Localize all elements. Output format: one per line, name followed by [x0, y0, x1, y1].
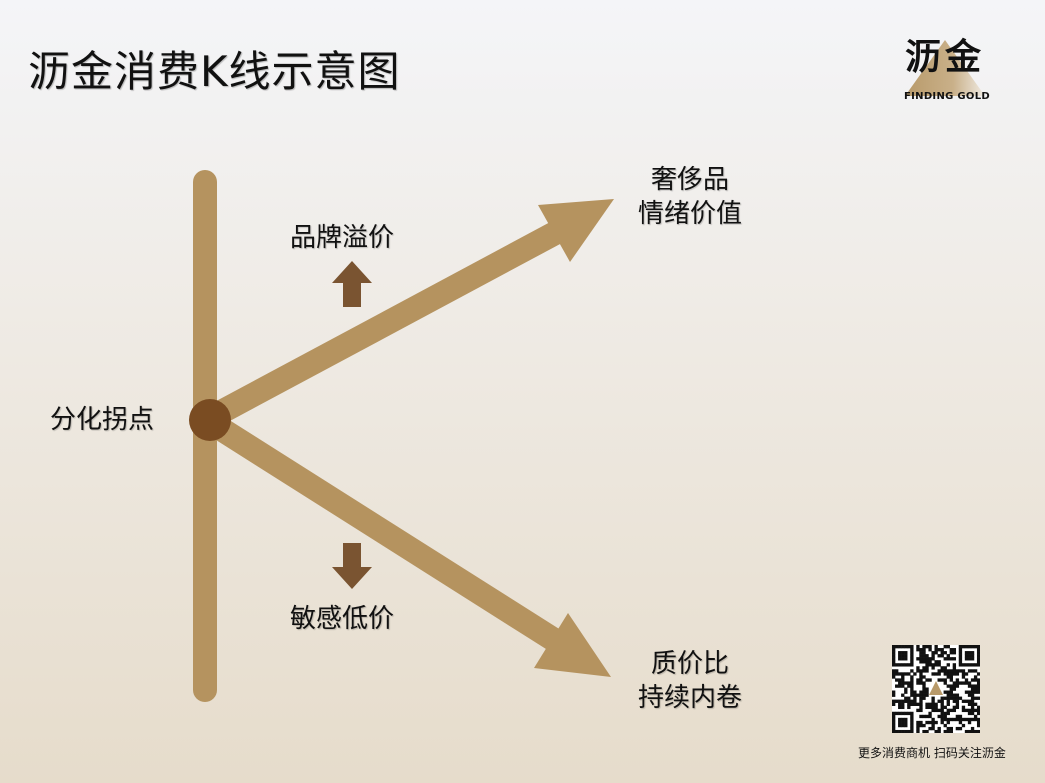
lower-branch-line: [203, 411, 577, 661]
pivot-point: [189, 399, 231, 441]
page-title: 沥金消费K线示意图: [28, 47, 401, 96]
lower-end-line1: 质价比: [650, 649, 729, 679]
qr-code[interactable]: [892, 645, 980, 733]
low-price-label: 敏感低价: [290, 604, 395, 634]
logo-tagline: FINDING GOLD: [904, 91, 990, 102]
lower-arrowhead: [534, 613, 611, 677]
upper-end-line1: 奢侈品: [650, 165, 729, 195]
up-arrow-icon: [332, 261, 372, 307]
down-arrow-icon: [332, 543, 372, 589]
qr-caption: 更多消费商机 扫码关注沥金: [858, 746, 1006, 760]
logo: [900, 28, 990, 108]
lower-end-line2: 持续内卷: [637, 683, 742, 713]
upper-arrowhead: [538, 199, 614, 262]
upper-end-line2: 情绪价值: [637, 199, 742, 229]
pivot-label: 分化拐点: [50, 405, 155, 435]
upper-branch-line: [204, 213, 578, 429]
brand-premium-label: 品牌溢价: [290, 223, 395, 253]
logo-triangle-icon: [905, 40, 985, 96]
lower-end-label: 质价比 持续内卷: [620, 647, 760, 715]
logo-name: 沥金: [905, 37, 986, 78]
upper-end-label: 奢侈品 情绪价值: [620, 163, 760, 231]
qr-logo-icon: [929, 681, 943, 695]
